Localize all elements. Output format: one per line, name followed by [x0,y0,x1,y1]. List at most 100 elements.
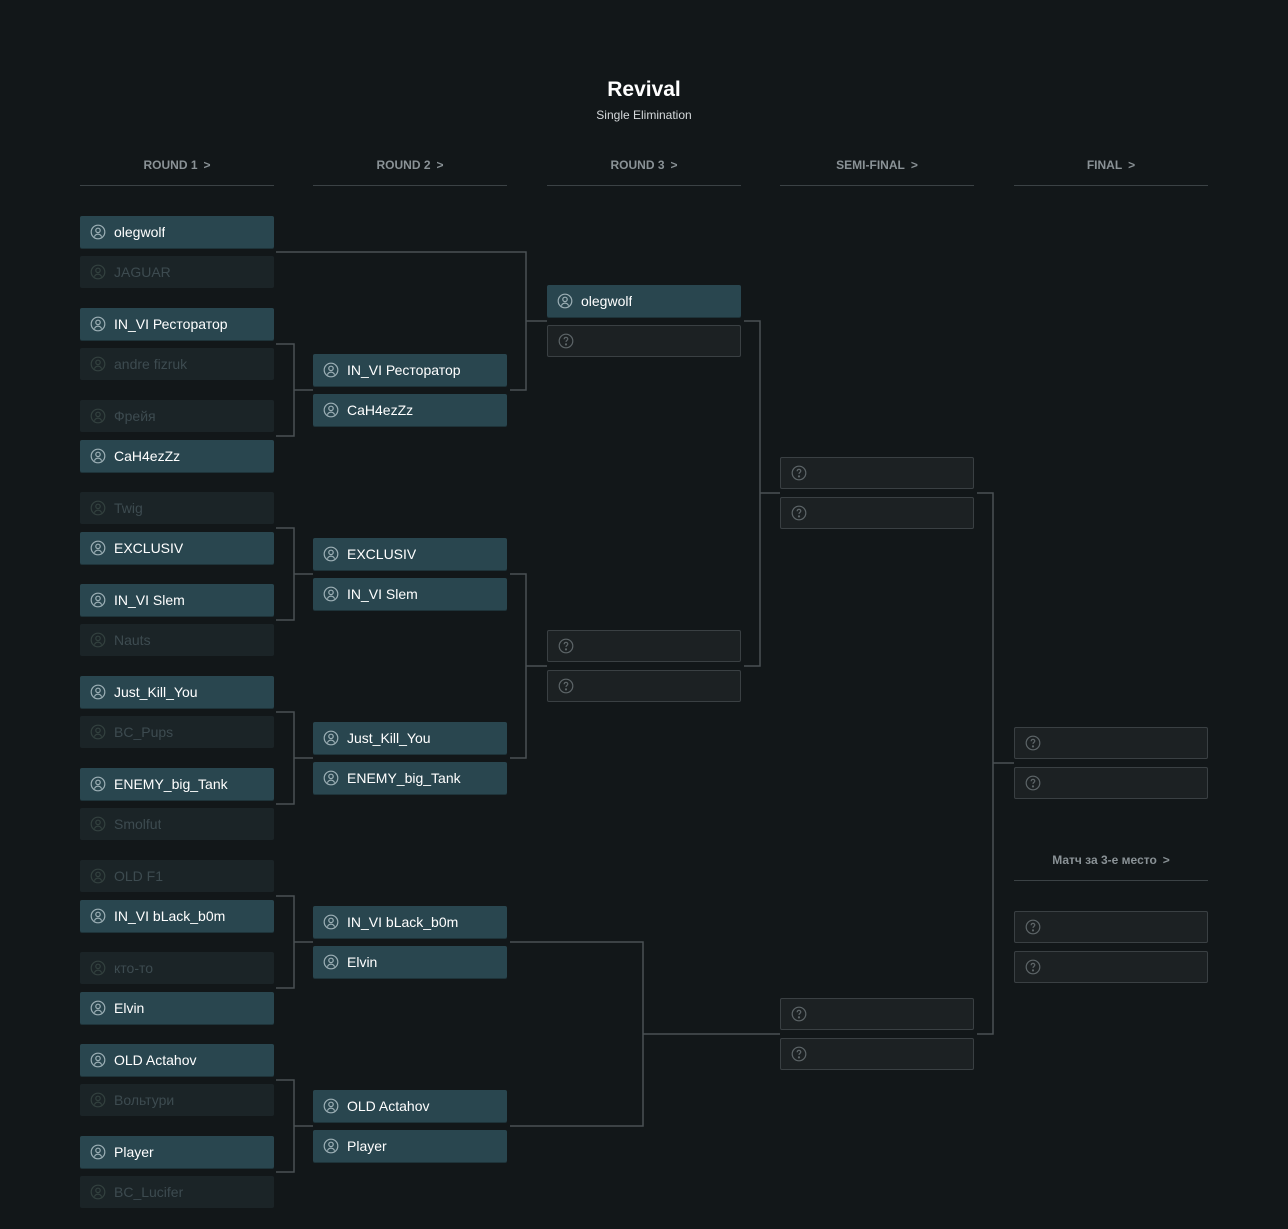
round1-slot[interactable]: Фрейя [80,400,274,432]
round1-slot[interactable]: BC_Lucifer [80,1176,274,1208]
round-header-4[interactable]: SEMI-FINAL > [780,158,974,186]
user-circle-icon [323,586,339,602]
round3-slot[interactable] [547,670,741,702]
round-label: SEMI-FINAL [836,158,905,172]
round1-slot[interactable]: olegwolf [80,216,274,248]
player-name: BC_Pups [114,724,174,740]
round1-slot[interactable]: BC_Pups [80,716,274,748]
player-name: Twig [114,500,143,516]
user-circle-icon [90,724,106,740]
round3-slot[interactable] [547,325,741,357]
round-label: FINAL [1086,158,1123,172]
user-circle-icon [90,776,106,792]
bracket-connector [510,573,527,759]
player-name: OLD F1 [114,868,164,884]
round2-slot[interactable]: IN_VI Ресторатор [313,354,507,386]
player-name: IN_VI Ресторатор [347,362,461,378]
final-slot[interactable] [1014,727,1208,759]
round2-slot[interactable]: Elvin [313,946,507,978]
round-label: ROUND 1 [143,158,198,172]
user-circle-icon [90,1184,106,1200]
player-name: IN_VI bLack_b0m [347,914,459,930]
player-name: Вольтури [114,1092,175,1108]
question-circle-icon [1025,735,1041,751]
round1-slot[interactable]: Twig [80,492,274,524]
round2-slot[interactable]: ENEMY_big_Tank [313,762,507,794]
round1-slot[interactable]: JAGUAR [80,256,274,288]
round2-slot[interactable]: OLD Actahov [313,1090,507,1122]
bracket-connector [276,1079,295,1173]
round1-slot[interactable]: EXCLUSIV [80,532,274,564]
user-circle-icon [90,908,106,924]
question-circle-icon [791,465,807,481]
user-circle-icon [323,914,339,930]
round-header-1[interactable]: ROUND 1 > [80,158,274,186]
round1-slot[interactable]: ENEMY_big_Tank [80,768,274,800]
user-circle-icon [90,960,106,976]
round-label: ROUND 3 [610,158,665,172]
third-place-header[interactable]: Матч за 3-е место > [1014,853,1208,881]
semifinal-slot[interactable] [780,998,974,1030]
question-circle-icon [558,333,574,349]
round1-slot[interactable]: IN_VI Ресторатор [80,308,274,340]
third-place-match-slot[interactable] [1014,911,1208,943]
user-circle-icon [90,684,106,700]
round1-slot[interactable]: IN_VI bLack_b0m [80,900,274,932]
round1-slot[interactable]: andre fizruk [80,348,274,380]
round-header-5[interactable]: FINAL> [1014,158,1208,186]
round1-slot[interactable]: CaH4ezZz [80,440,274,472]
player-name: ENEMY_big_Tank [347,770,461,786]
user-circle-icon [90,1000,106,1016]
round1-slot[interactable]: кто-то [80,952,274,984]
round1-slot[interactable]: Elvin [80,992,274,1024]
round3-slot[interactable]: olegwolf [547,285,741,317]
user-circle-icon [90,224,106,240]
player-name: кто-то [114,960,154,976]
round1-slot[interactable]: Nauts [80,624,274,656]
round2-slot[interactable]: Just_Kill_You [313,722,507,754]
round1-slot[interactable]: Just_Kill_You [80,676,274,708]
user-circle-icon [90,500,106,516]
round1-slot[interactable]: Player [80,1136,274,1168]
round-header-2[interactable]: ROUND 2> [313,158,507,186]
round1-slot[interactable]: IN_VI Slem [80,584,274,616]
round1-slot[interactable]: Smolfut [80,808,274,840]
third-place-match-slot[interactable] [1014,951,1208,983]
semifinal-slot[interactable] [780,1038,974,1070]
round1-slot[interactable]: OLD Actahov [80,1044,274,1076]
player-name: olegwolf [114,224,166,240]
question-circle-icon [791,1046,807,1062]
bracket-connector [276,895,295,989]
user-circle-icon [90,592,106,608]
user-circle-icon [90,448,106,464]
user-circle-icon [90,356,106,372]
third-place-label: Матч за 3-е место [1052,853,1157,867]
round2-slot[interactable]: IN_VI bLack_b0m [313,906,507,938]
question-circle-icon [1025,959,1041,975]
player-name: olegwolf [581,293,633,309]
user-circle-icon [323,546,339,562]
round2-slot[interactable]: CaH4ezZz [313,394,507,426]
user-circle-icon [90,408,106,424]
round-header-3[interactable]: ROUND 3> [547,158,741,186]
semifinal-slot[interactable] [780,497,974,529]
round1-slot[interactable]: Вольтури [80,1084,274,1116]
chevron-right-icon: > [1162,853,1170,867]
tournament-title: Revival [607,78,681,101]
round3-slot[interactable] [547,630,741,662]
player-name: andre fizruk [114,356,188,372]
round2-slot[interactable]: Player [313,1130,507,1162]
user-circle-icon [323,1098,339,1114]
round1-slot[interactable]: OLD F1 [80,860,274,892]
final-slot[interactable] [1014,767,1208,799]
player-name: CaH4ezZz [347,402,414,418]
player-name: OLD Actahov [114,1052,197,1068]
chevron-right-icon: > [203,158,211,172]
round2-slot[interactable]: EXCLUSIV [313,538,507,570]
player-name: OLD Actahov [347,1098,430,1114]
user-circle-icon [557,293,573,309]
user-circle-icon [90,316,106,332]
chevron-right-icon: > [910,158,918,172]
round2-slot[interactable]: IN_VI Slem [313,578,507,610]
semifinal-slot[interactable] [780,457,974,489]
